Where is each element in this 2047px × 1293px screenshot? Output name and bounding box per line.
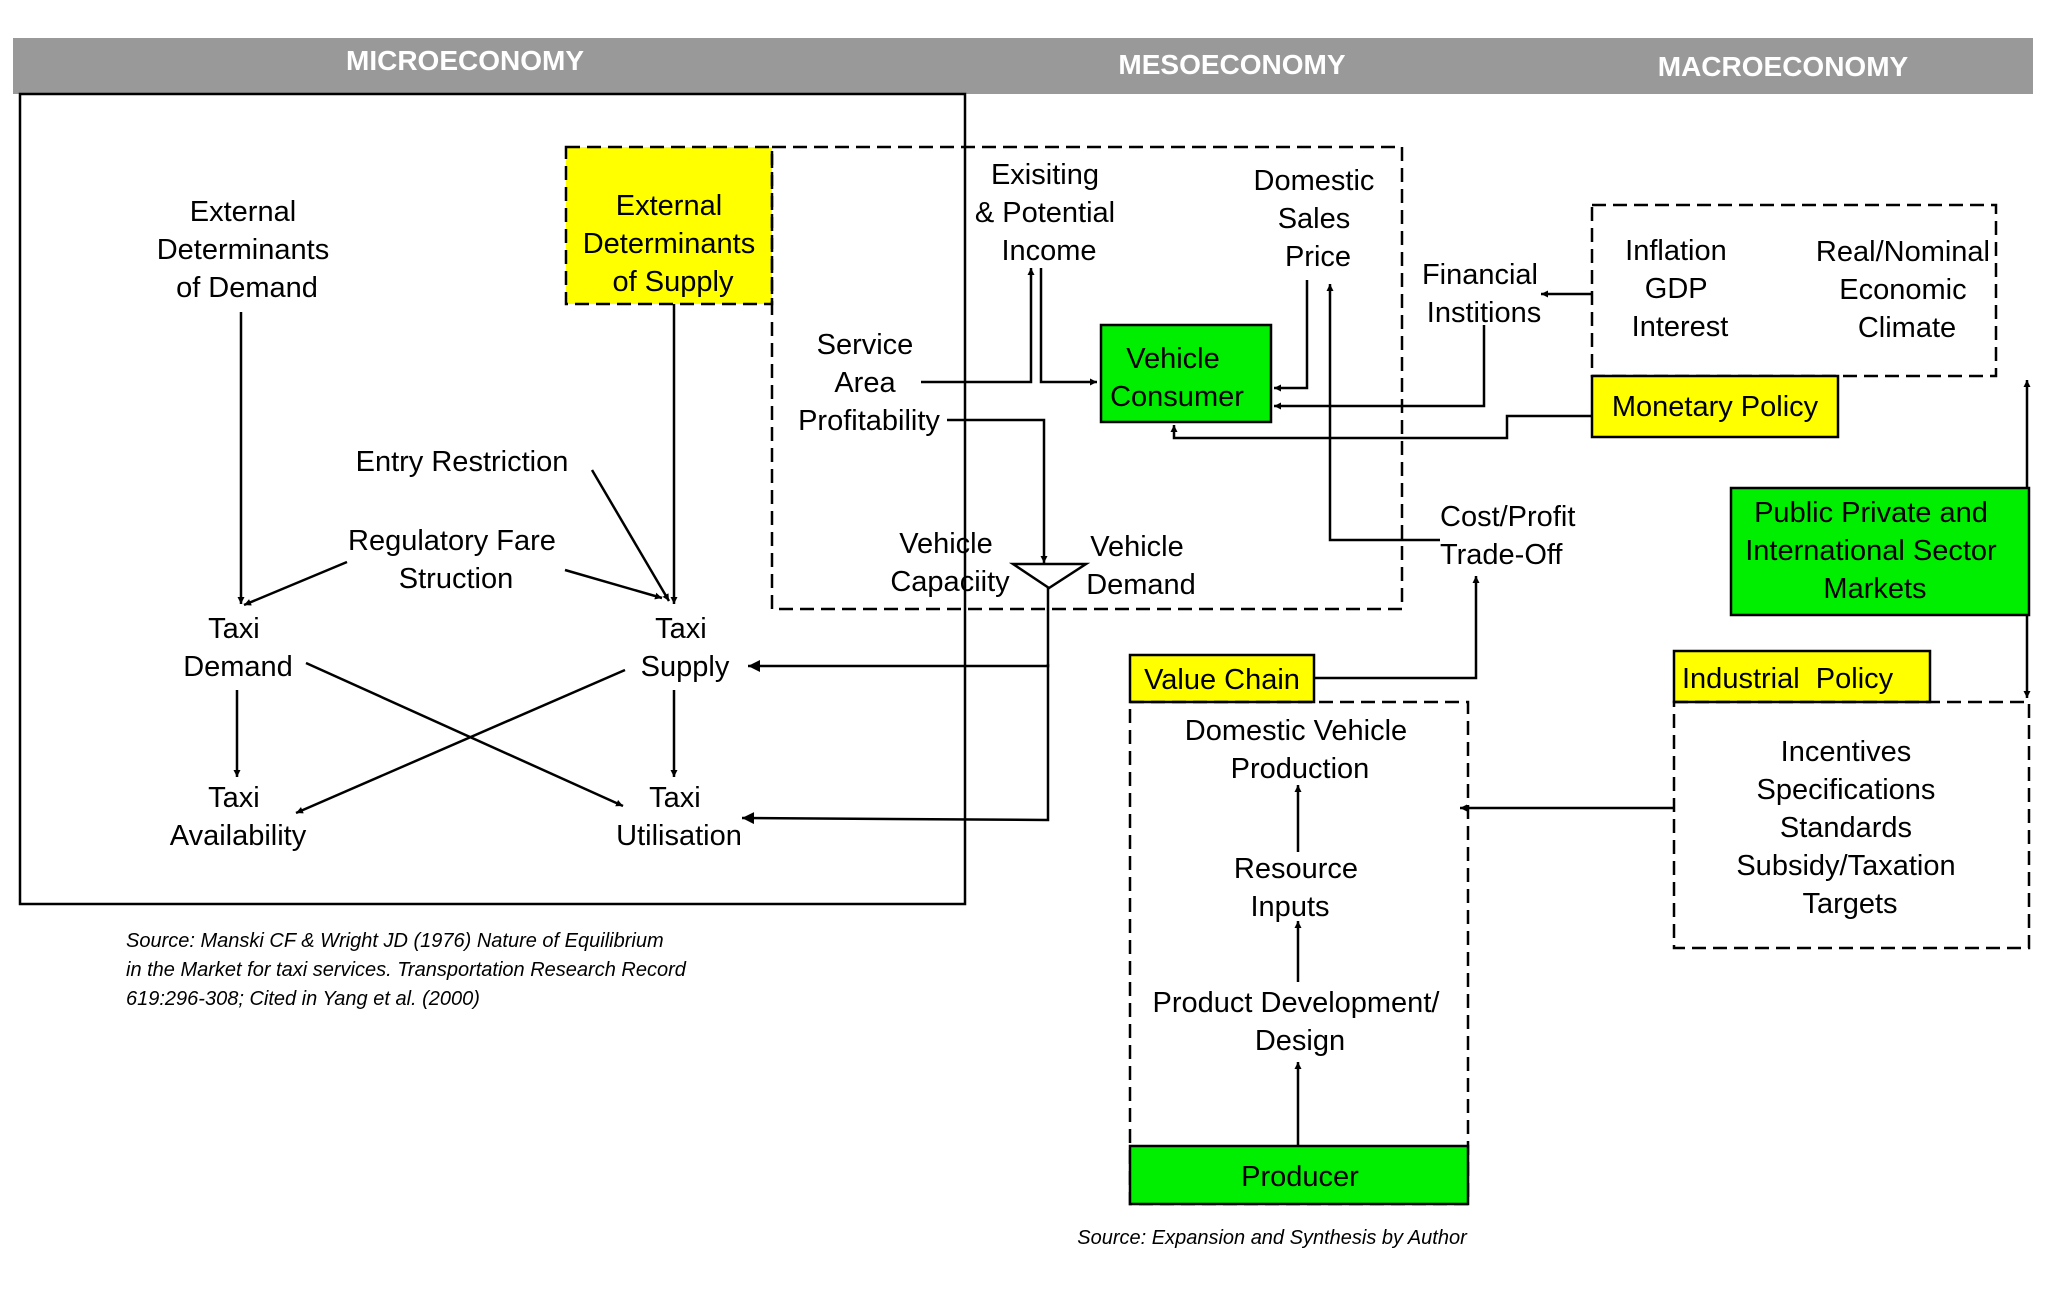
domestic-sales-price: Domestic Sales Price	[1254, 165, 1383, 273]
product-development-design: Product Development/ Design	[1153, 987, 1448, 1057]
existing-potential-income: Exisiting & Potential Income	[975, 159, 1123, 267]
cost-profit-tradeoff: Cost/Profit Trade-Off	[1440, 501, 1583, 571]
resource-inputs: Resource Inputs	[1234, 853, 1366, 923]
arrow-value-chain-to-tradeoff	[1314, 576, 1480, 680]
microeconomy-frame	[18, 92, 967, 906]
header-band	[13, 38, 2033, 94]
industrial-policy-items: Incentives Specifications Standards Subs…	[1736, 736, 1963, 920]
taxi-demand: Taxi Demand	[183, 613, 293, 683]
industrial-policy-frame	[1672, 700, 2031, 950]
arrow-service-area-to-income	[921, 268, 1035, 384]
producer: Producer	[1241, 1161, 1359, 1193]
entry-restriction: Entry Restriction	[356, 446, 569, 478]
arrow-monetary-policy-to-consumer	[1170, 414, 1592, 440]
monetary-policy-box	[1590, 374, 1840, 439]
external-determinants-demand: External Determinants of Demand	[157, 196, 338, 304]
macro-indicators: Inflation GDP Interest	[1625, 235, 1735, 343]
external-determinants-supply: External Determinants of Supply	[583, 190, 764, 298]
value-chain: Value Chain	[1144, 664, 1300, 696]
external-determinants-supply-box	[564, 145, 774, 306]
mesoeconomy-frame	[770, 145, 1404, 611]
industrial-policy-box	[1672, 649, 1932, 704]
meso-source-note: Source: Expansion and Synthesis by Autho…	[1077, 1227, 1468, 1249]
monetary-policy: Monetary Policy	[1612, 391, 1819, 423]
arrow-supply-to-availability	[295, 668, 626, 815]
service-area-profitability: Service Area Profitability	[798, 329, 940, 437]
taxi-supply: Taxi Supply	[641, 613, 730, 683]
vehicle-consumer: Vehicle Consumer	[1110, 343, 1244, 413]
vehicle-capacity: Vehicle Capaciity	[890, 528, 1010, 598]
regulatory-fare-struction: Regulatory Fare Struction	[348, 525, 564, 595]
arrow-fare-to-taxi-supply	[564, 568, 663, 600]
economic-climate: Real/Nominal Economic Climate	[1816, 236, 1998, 344]
arrow-fare-to-taxi-demand	[243, 560, 348, 607]
micro-source-note: Source: Manski CF & Wright JD (1976) Nat…	[126, 930, 691, 1010]
header-macroeconomy: MACROECONOMY	[1658, 51, 1909, 82]
arrow-price-to-consumer	[1274, 280, 1309, 392]
vehicle-demand: Vehicle Demand	[1086, 531, 1196, 601]
arrow-tradeoff-to-price	[1326, 284, 1440, 542]
arrow-entry-to-taxi-supply	[590, 469, 671, 602]
arrow-funnel-to-taxi-supply	[748, 588, 1050, 672]
industrial-policy: Industrial Policy	[1682, 663, 1894, 695]
producer-box	[1128, 1144, 1470, 1206]
arrow-financial-to-consumer	[1274, 325, 1486, 410]
taxi-utilisation: Taxi Utilisation	[616, 782, 742, 852]
arrow-income-to-consumer	[1039, 268, 1097, 386]
equilibrium-funnel	[1008, 562, 1091, 590]
public-private-box	[1729, 486, 2031, 617]
domestic-vehicle-production: Domestic Vehicle Production	[1185, 715, 1416, 785]
arrow-profitability-to-capacity	[947, 418, 1048, 563]
taxi-availability: Taxi Availability	[170, 782, 307, 852]
financial-institutions: Financial Institions	[1422, 259, 1546, 329]
arrow-funnel-to-taxi-utilisation	[741, 664, 1050, 825]
vehicle-consumer-box	[1099, 323, 1273, 424]
header-mesoeconomy: MESOECONOMY	[1118, 49, 1345, 80]
public-private-markets: Public Private and International Sector …	[1745, 497, 2005, 605]
arrow-demand-to-utilisation	[305, 661, 624, 808]
header-microeconomy: MICROECONOMY	[346, 45, 584, 76]
